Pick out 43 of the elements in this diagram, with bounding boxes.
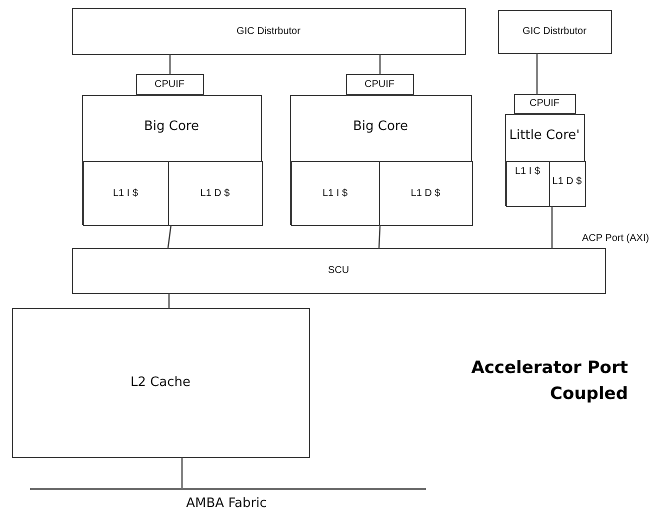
snoop-control-box [72, 248, 606, 294]
cache-box [549, 161, 586, 207]
cache-box [12, 308, 310, 458]
distributor-box [72, 8, 466, 55]
node-label: Big Core [142, 118, 200, 134]
node-label: L1 I $ [514, 166, 542, 177]
cache-box [83, 161, 169, 226]
cache-box [168, 161, 263, 226]
connector-line [181, 458, 183, 488]
connector-line [167, 224, 172, 248]
node-label: CPUIF [528, 98, 560, 109]
node-label: L2 Cache [129, 374, 192, 390]
cache-box [506, 161, 550, 207]
core-box [82, 95, 262, 225]
connector-line [551, 206, 553, 248]
connector-line [169, 55, 171, 74]
node-label: L1 I $ [112, 187, 140, 198]
distributor-box [498, 10, 612, 54]
node-label: GIC Distrbutor [236, 25, 302, 36]
node-label: CPUIF [154, 78, 186, 90]
connector-line [378, 224, 381, 248]
node-label: L1 D $ [410, 187, 442, 198]
cache-box [291, 161, 380, 226]
node-label: SCU [326, 264, 350, 276]
node-label: L1 I $ [321, 187, 349, 198]
connector-line [536, 54, 538, 94]
connector-line [379, 55, 381, 74]
node-label: L1 D $ [551, 176, 583, 187]
node-label: AMBA Fabric [185, 496, 268, 511]
diagram-caption: Accelerator Port Coupled [470, 357, 628, 406]
node-label: Little Core' [508, 128, 581, 143]
node-label: GIC Distrbutor [522, 24, 588, 38]
core-box [290, 95, 472, 225]
interface-box [514, 94, 576, 114]
connector-line [168, 294, 170, 308]
core-box [505, 114, 585, 206]
node-label: L1 D $ [199, 187, 231, 198]
node-label: Big Core [352, 118, 409, 134]
cache-box [379, 161, 473, 226]
interface-box [346, 74, 414, 95]
node-label: CPUIF [364, 78, 396, 90]
edge-label: ACP Port (AXI) [582, 233, 650, 244]
interface-box [136, 74, 204, 95]
